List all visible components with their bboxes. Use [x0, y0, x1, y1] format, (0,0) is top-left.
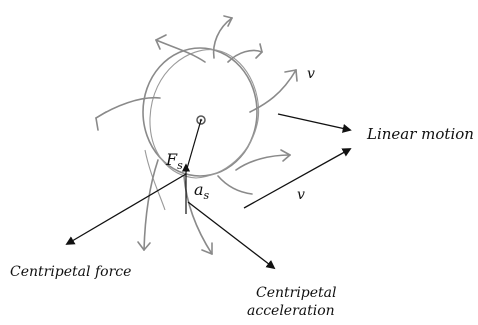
- acceleration-label: as: [194, 180, 210, 202]
- centripetal-acceleration-label-line1: Centripetal: [256, 285, 337, 301]
- centripetal-acceleration-label-line2: acceleration: [247, 303, 335, 319]
- linear-motion-label: Linear motion: [366, 125, 474, 143]
- centripetal-acceleration-arrow: [187, 201, 276, 270]
- centripetal-force-label: Centripetal force: [10, 264, 131, 280]
- acceleration-label-main: a: [194, 180, 204, 199]
- velocity-label-top: v: [307, 66, 315, 82]
- force-label: Fs: [165, 150, 183, 172]
- rotating-circle: [142, 47, 260, 211]
- force-label-subscript: s: [177, 159, 183, 172]
- linear-motion-arrow-lower: [243, 148, 352, 209]
- linear-motion-arrow-upper: [277, 113, 352, 133]
- radius-line: [185, 119, 202, 173]
- acceleration-label-subscript: s: [204, 189, 210, 202]
- force-label-main: F: [165, 150, 178, 169]
- centripetal-force-arrow: [65, 173, 187, 245]
- tangential-velocity-sketches: [95, 15, 298, 255]
- velocity-label-lower: v: [297, 187, 305, 203]
